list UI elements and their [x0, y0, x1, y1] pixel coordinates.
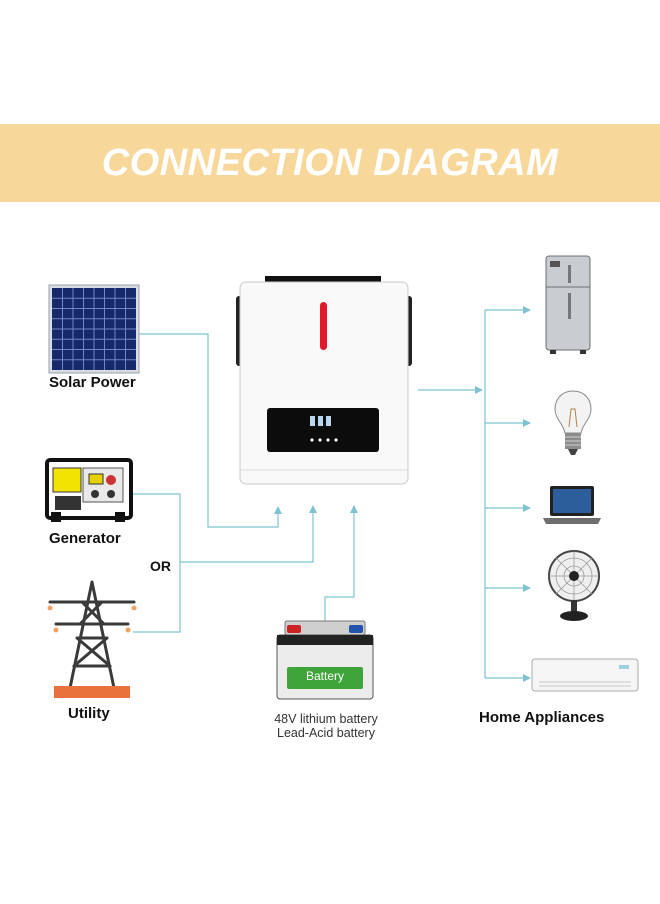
grid-wire [180, 505, 317, 563]
desk-fan-icon [548, 550, 600, 621]
utility-pylon-icon [47, 580, 137, 698]
title-banner: CONNECTION DIAGRAM [0, 124, 660, 202]
generator-wire [133, 493, 181, 633]
solar-power-label: Solar Power [49, 374, 136, 391]
battery-wire [324, 505, 358, 622]
battery-type-line2: Lead-Acid battery [277, 726, 375, 740]
battery-badge: Battery [305, 669, 344, 683]
battery-type-line1: 48V lithium battery [274, 712, 378, 726]
generator-label: Generator [49, 530, 121, 547]
laptop-icon [543, 486, 601, 524]
home-appliances-label: Home Appliances [479, 709, 605, 726]
or-label: OR [150, 558, 171, 574]
diagram-title: CONNECTION DIAGRAM [101, 142, 559, 184]
battery-icon [276, 620, 374, 700]
solar-panel-icon [48, 284, 140, 374]
light-bulb-icon [554, 390, 592, 455]
inverter-icon [236, 276, 412, 485]
generator-icon [45, 458, 133, 522]
solar-wire [138, 333, 282, 528]
air-conditioner-icon [531, 658, 639, 692]
utility-label: Utility [68, 705, 110, 722]
refrigerator-icon [545, 255, 591, 354]
